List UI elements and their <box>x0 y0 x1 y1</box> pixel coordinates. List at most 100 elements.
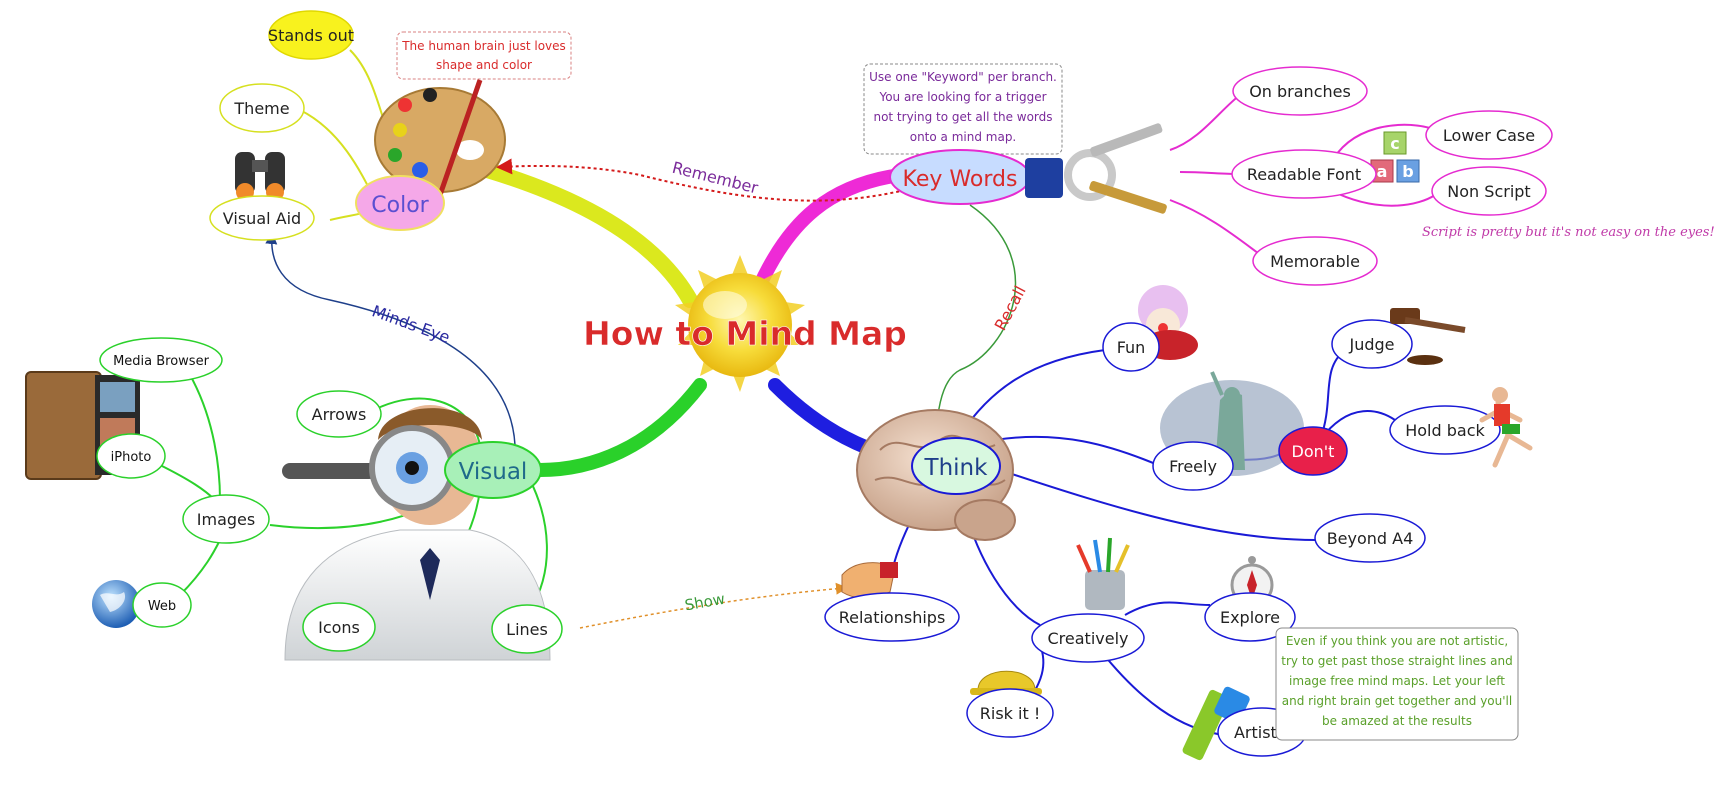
keyword-note-box: Use one "Keyword" per branch. You are lo… <box>863 63 1063 155</box>
media-browser-node[interactable]: Media Browser <box>99 337 223 383</box>
relation-remember-label: Remember <box>670 158 760 198</box>
lower-case-node[interactable]: Lower Case <box>1425 110 1553 160</box>
iphoto-node[interactable]: iPhoto <box>96 433 166 479</box>
binoculars-icon <box>235 152 285 201</box>
creatively-node[interactable]: Creatively <box>1031 613 1145 663</box>
color-note-line-2: shape and color <box>436 58 532 72</box>
keyword-note-line-4: onto a mind map. <box>910 130 1017 144</box>
relation-show-line <box>579 582 848 629</box>
line-beyond-a4 <box>999 469 1317 541</box>
think-label: Think <box>924 455 989 481</box>
keyword-note-line-3: not trying to get all the words <box>873 110 1052 124</box>
explore-label: Explore <box>1220 608 1280 627</box>
line-readable-font <box>1179 171 1239 175</box>
color-node-label: Color <box>371 193 429 218</box>
visual-aid-label: Visual Aid <box>223 209 301 228</box>
fun-node[interactable]: Fun <box>1102 322 1160 372</box>
creatively-label: Creatively <box>1048 629 1129 648</box>
central-title: How to Mind Map <box>583 314 907 353</box>
readable-font-node[interactable]: Readable Font <box>1231 149 1377 199</box>
relation-remember-line <box>496 158 906 202</box>
freely-label: Freely <box>1169 457 1217 476</box>
color-note-line-1: The human brain just loves <box>401 39 566 53</box>
web-label: Web <box>148 599 176 614</box>
stands-out-node[interactable]: Stands out <box>268 10 354 60</box>
artistic-note-line-1: Even if you think you are not artistic, <box>1286 634 1508 648</box>
letter-blocks-icon: c a b <box>1370 131 1420 183</box>
visual-node[interactable]: Visual <box>444 441 542 499</box>
arrows-node[interactable]: Arrows <box>296 390 382 438</box>
branch-color <box>462 157 698 308</box>
svg-text:c: c <box>1390 134 1399 153</box>
memorable-node[interactable]: Memorable <box>1252 236 1378 286</box>
images-node[interactable]: Images <box>182 494 270 544</box>
freely-node[interactable]: Freely <box>1152 441 1234 491</box>
runner-icon <box>1479 387 1533 468</box>
relation-recall-label: Recall <box>991 283 1030 334</box>
hold-back-label: Hold back <box>1405 421 1485 440</box>
artistic-note-line-2: try to get past those straight lines and <box>1281 654 1512 668</box>
color-node[interactable]: Color <box>355 175 445 231</box>
judge-label: Judge <box>1348 335 1394 354</box>
script-note: Script is pretty but it's not easy on th… <box>1422 225 1715 240</box>
media-browser-label: Media Browser <box>113 354 210 369</box>
icons-label: Icons <box>318 618 360 637</box>
key-words-label: Key Words <box>903 167 1018 192</box>
sun-icon <box>675 255 805 392</box>
think-node[interactable]: Think <box>911 437 1001 495</box>
relation-minds-eye-label: Minds Eye <box>370 301 453 347</box>
line-web <box>179 539 221 596</box>
fun-label: Fun <box>1117 338 1146 357</box>
relation-minds-eye-line <box>265 232 516 446</box>
key-words-node[interactable]: Key Words <box>889 149 1031 205</box>
svg-text:a: a <box>1377 162 1388 181</box>
line-media-browser <box>189 374 221 501</box>
lower-case-label: Lower Case <box>1443 126 1535 145</box>
beyond-a4-label: Beyond A4 <box>1327 529 1414 548</box>
line-on-branches <box>1169 94 1241 151</box>
lines-node[interactable]: Lines <box>491 604 563 654</box>
globe-icon <box>92 580 140 628</box>
visual-aid-node[interactable]: Visual Aid <box>209 195 315 241</box>
judge-node[interactable]: Judge <box>1331 319 1413 369</box>
artistic-note-line-3: image free mind maps. Let your left <box>1289 674 1505 688</box>
artistic-note-line-4: and right brain get together and you'll <box>1282 694 1512 708</box>
relationships-node[interactable]: Relationships <box>824 592 960 642</box>
keyword-note-line-2: You are looking for a trigger <box>878 90 1046 104</box>
web-node[interactable]: Web <box>132 582 192 628</box>
branch-visual <box>533 378 707 477</box>
color-note-box: The human brain just loves shape and col… <box>396 31 572 80</box>
line-freely <box>994 435 1159 466</box>
risk-it-node[interactable]: Risk it ! <box>966 688 1054 738</box>
pencils-icon <box>1076 537 1130 610</box>
svg-text:b: b <box>1402 162 1413 181</box>
photo-album-icon <box>25 371 140 480</box>
beyond-a4-node[interactable]: Beyond A4 <box>1314 513 1426 563</box>
readable-font-label: Readable Font <box>1247 165 1361 184</box>
dont-node[interactable]: Don't <box>1278 426 1348 476</box>
artistic-note-line-5: be amazed at the results <box>1322 714 1472 728</box>
explore-node[interactable]: Explore <box>1204 592 1296 642</box>
icons-node[interactable]: Icons <box>302 602 376 652</box>
theme-node[interactable]: Theme <box>219 83 305 133</box>
keyword-note-line-1: Use one "Keyword" per branch. <box>869 70 1057 84</box>
memorable-label: Memorable <box>1270 252 1360 271</box>
relation-show-label: Show <box>683 590 726 615</box>
branch-key-words <box>753 168 907 292</box>
stands-out-label: Stands out <box>268 26 354 45</box>
hold-back-node[interactable]: Hold back <box>1389 405 1501 455</box>
lines-label: Lines <box>506 620 548 639</box>
artistic-note-box: Even if you think you are not artistic, … <box>1275 627 1519 741</box>
keys-icon <box>1025 123 1167 214</box>
risk-it-label: Risk it ! <box>980 704 1040 723</box>
on-branches-node[interactable]: On branches <box>1232 66 1368 116</box>
theme-label: Theme <box>233 99 289 118</box>
non-script-label: Non Script <box>1447 182 1530 201</box>
iphoto-label: iPhoto <box>111 450 152 465</box>
non-script-node[interactable]: Non Script <box>1431 166 1547 216</box>
dont-label: Don't <box>1292 442 1335 461</box>
visual-label: Visual <box>459 459 528 485</box>
images-label: Images <box>197 510 255 529</box>
